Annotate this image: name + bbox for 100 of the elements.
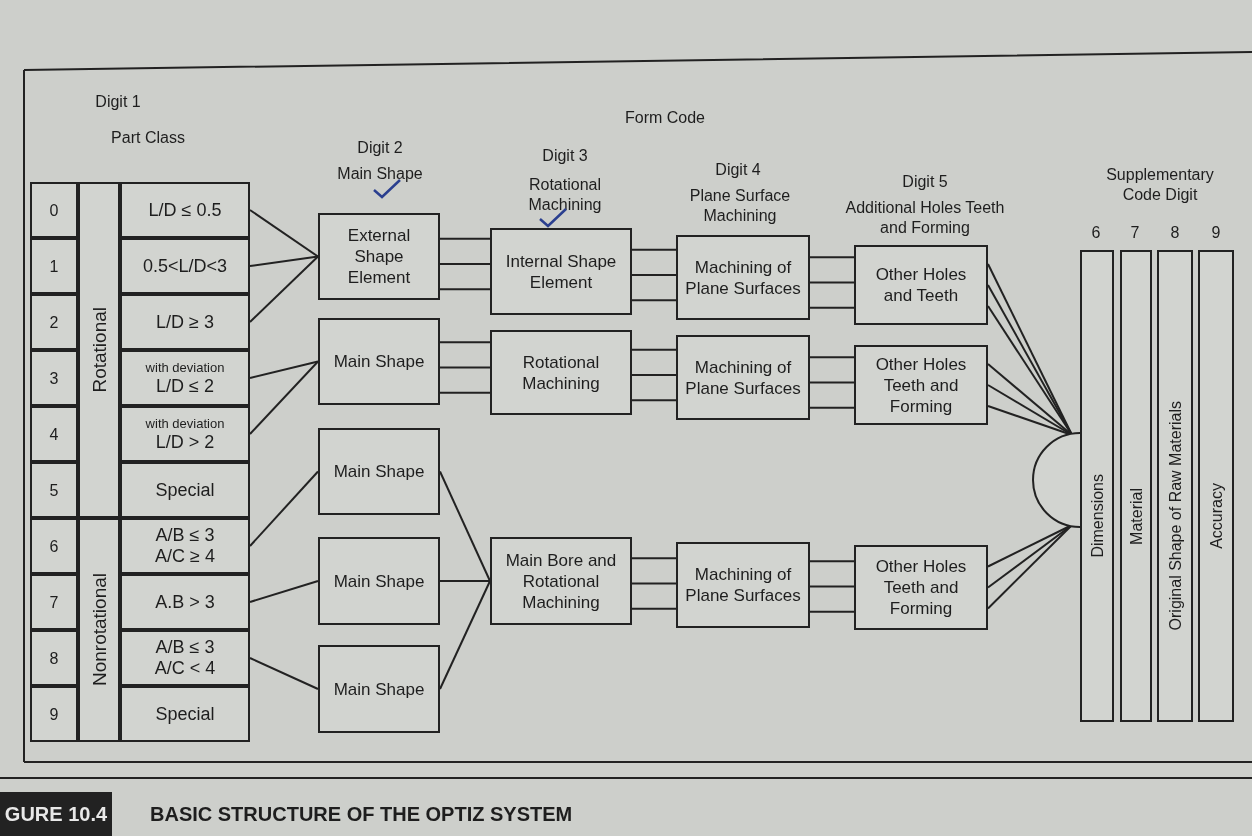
vertical-label: Dimensions (1087, 474, 1107, 558)
digit-cell (30, 686, 78, 742)
vertical-label: Material (1126, 487, 1146, 545)
node-text: Main Shape (332, 351, 426, 372)
node-text: Special (154, 703, 216, 725)
code-bar (1157, 250, 1193, 722)
node-text: L/D ≤ 2 (155, 375, 215, 397)
node-text: 0 (49, 200, 59, 221)
connector-line (631, 582, 677, 585)
node-text: 0.5<L/D<3 (141, 255, 229, 277)
process-box (318, 213, 440, 300)
node-text: Main Shape (332, 678, 426, 700)
vertical-label: Nonrotational (88, 573, 110, 687)
connector-line (439, 288, 491, 291)
class-cell (120, 238, 250, 294)
node-text: A.B > 3 (154, 591, 216, 613)
class-cell (120, 462, 250, 518)
class-cell (120, 294, 250, 350)
digit-cell (30, 350, 78, 406)
process-box (318, 645, 440, 733)
column-heading: Plane Surface Machining (688, 186, 792, 226)
node-text: 4 (49, 424, 59, 445)
connector-line (809, 381, 855, 384)
process-box (854, 245, 988, 325)
node-text: L/D ≤ 0.5 (147, 199, 223, 221)
node-text: A/B ≤ 3 A/C < 4 (153, 637, 217, 679)
node-text: Machining of Plane Surfaces (684, 356, 802, 399)
connector-line (249, 209, 319, 258)
column-heading: Rotational Machining (527, 175, 603, 215)
class-cell (120, 630, 250, 686)
process-box (318, 537, 440, 625)
node-text: 3 (49, 368, 59, 389)
connector-line (809, 585, 855, 588)
digit-cell (30, 518, 78, 574)
connector-line (631, 299, 677, 302)
node-text: L/D ≥ 3 (155, 311, 215, 333)
connector-line (439, 580, 491, 690)
column-heading: 8 (1170, 223, 1180, 243)
process-box (854, 545, 988, 630)
node-text: 1 (49, 256, 59, 277)
node-text: Internal Shape Element (504, 250, 618, 293)
node-text: External Shape Element (346, 225, 412, 288)
vertical-label: Accuracy (1206, 483, 1226, 549)
node-text: Other Holes Teeth and Forming (874, 353, 968, 417)
vertical-label: Original Shape of Raw Materials (1165, 401, 1185, 631)
connector-line (809, 560, 855, 563)
node-text: Rotational Machining (521, 351, 601, 394)
class-cell (120, 518, 250, 574)
process-box (490, 228, 632, 315)
node-text: 6 (49, 536, 59, 557)
code-bar (1120, 250, 1152, 722)
process-box (318, 318, 440, 405)
process-box (854, 345, 988, 425)
connector-line (249, 255, 319, 323)
node-text: A/B ≤ 3 A/C ≥ 4 (154, 525, 216, 567)
node-text: L/D > 2 (154, 431, 216, 453)
process-box (676, 542, 810, 628)
connector-line (439, 341, 491, 344)
process-box (490, 537, 632, 625)
class-band (78, 182, 120, 518)
figure-number: GURE 10.4 (0, 792, 112, 836)
column-heading: 7 (1130, 223, 1140, 243)
column-heading: Part Class (111, 128, 185, 148)
column-heading: 9 (1211, 223, 1221, 243)
node-text: 2 (49, 312, 59, 333)
connector-line (439, 470, 491, 582)
connector-line (631, 374, 677, 376)
connector-line (249, 255, 319, 267)
node-text: Special (154, 479, 216, 501)
column-heading: Digit 1 (95, 92, 141, 112)
connector-line (987, 363, 1073, 436)
column-heading: Digit 5 (902, 172, 948, 192)
figure-caption: BASIC STRUCTURE OF THE OPTIZ SYSTEM (150, 803, 573, 826)
vertical-label: Rotational (88, 307, 110, 393)
process-box (490, 330, 632, 415)
class-cell (120, 686, 250, 742)
column-heading: Additional Holes Teeth and Forming (844, 198, 1006, 238)
node-text: 7 (49, 592, 59, 613)
connector-line (249, 470, 319, 547)
connector-line (809, 281, 855, 284)
column-heading: 6 (1091, 223, 1101, 243)
node-text: Main Shape (332, 461, 426, 482)
connector-line (987, 524, 1073, 610)
column-heading: Digit 2 (357, 138, 403, 158)
connector-line (439, 391, 491, 394)
node-text: Main Shape (332, 570, 426, 592)
column-heading: Supplementary Code Digit (1105, 165, 1215, 205)
node-text: 9 (49, 704, 59, 725)
semicircle-shape (1032, 432, 1080, 528)
connector-line (249, 360, 319, 379)
connector-line (809, 256, 855, 259)
connector-line (631, 248, 677, 251)
connector-line (631, 607, 677, 610)
connector-line (631, 274, 677, 276)
class-cell (120, 350, 250, 406)
node-text: Main Bore and Rotational Machining (504, 549, 618, 613)
class-band (78, 518, 120, 742)
digit-cell (30, 574, 78, 630)
connector-line (249, 360, 319, 435)
note-text: with deviation (144, 415, 226, 432)
